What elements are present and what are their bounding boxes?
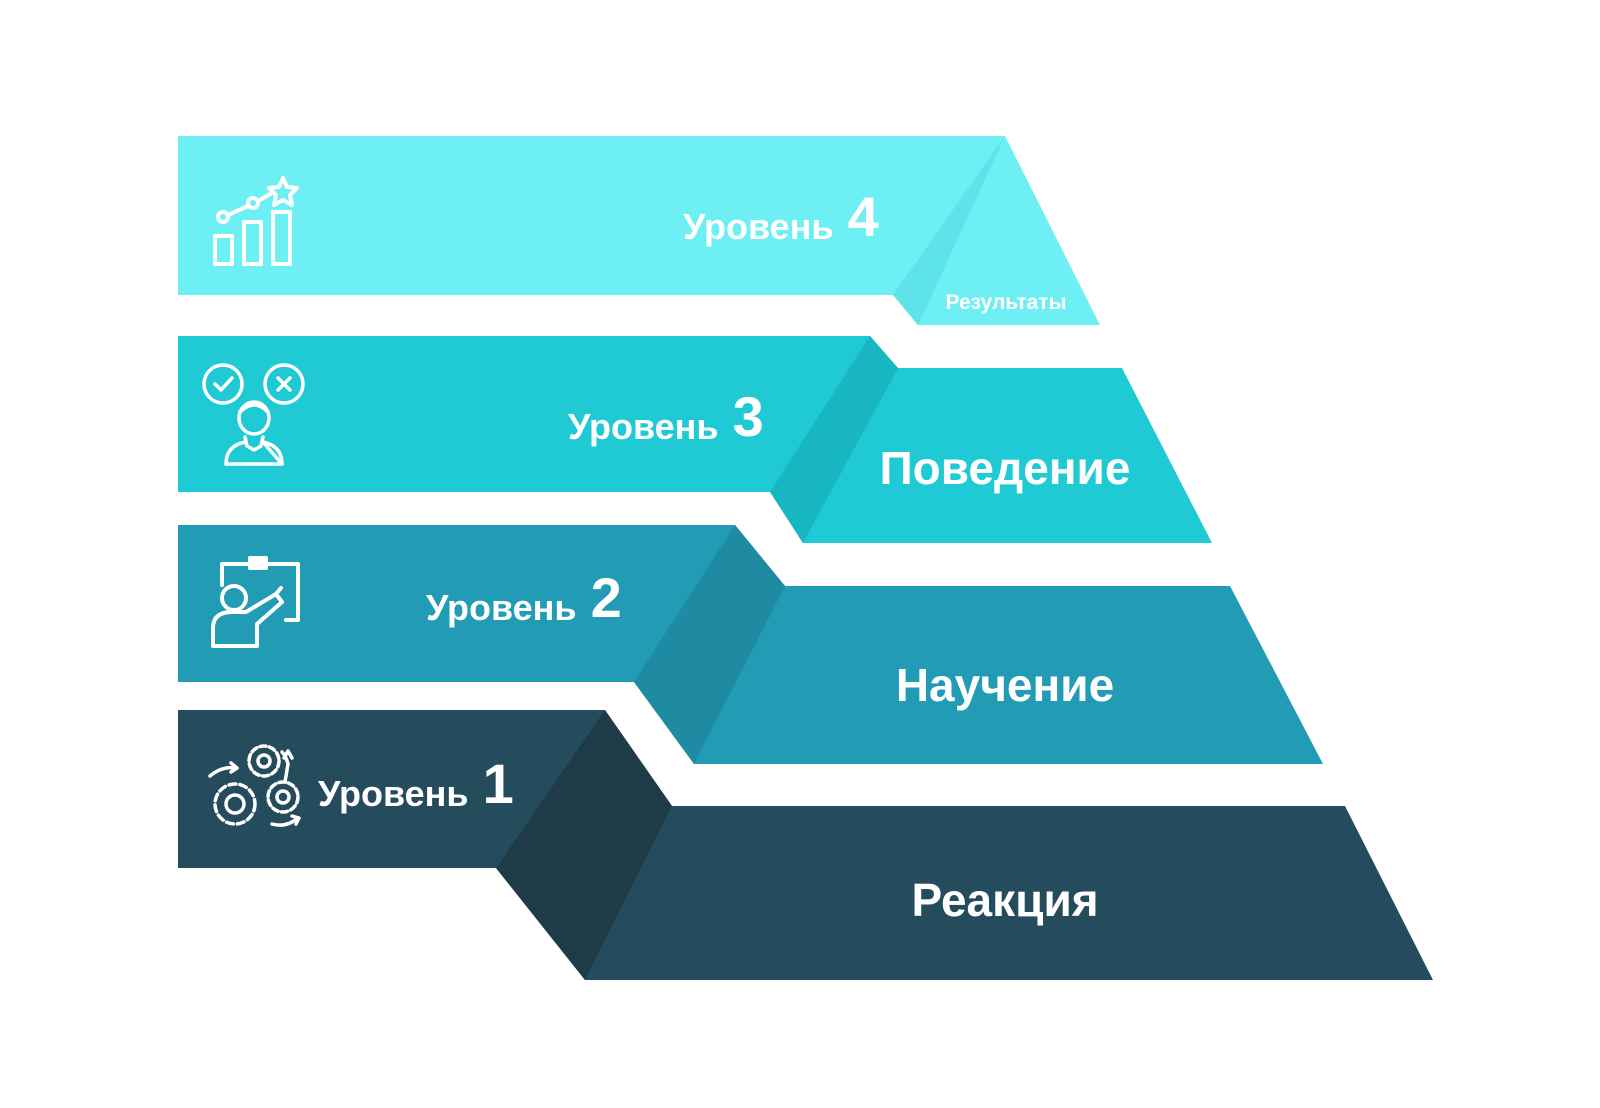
level-1-side xyxy=(496,710,672,980)
level-2-number: 2 xyxy=(590,566,622,629)
level-2-side xyxy=(634,525,785,764)
level-4-band xyxy=(178,136,1100,325)
person-decision-icon xyxy=(202,363,305,466)
level-1-label: Уровень 1 xyxy=(318,756,514,812)
level-3-side xyxy=(770,336,898,543)
level-1-band xyxy=(178,710,1433,980)
gears-process-icon xyxy=(208,744,301,827)
level-1-title: Реакция xyxy=(911,874,1099,926)
level-1-number: 1 xyxy=(482,752,514,815)
level-2-band xyxy=(178,525,1323,764)
level-3-band xyxy=(178,336,1212,543)
level-2-word: Уровень xyxy=(426,587,577,628)
level-3-label: Уровень 3 xyxy=(568,389,764,445)
level-3-front xyxy=(178,336,1212,543)
level-1-word: Уровень xyxy=(318,773,469,814)
level-4-number: 4 xyxy=(847,185,879,248)
level-4-side xyxy=(893,136,1005,325)
presenter-board-icon xyxy=(211,556,300,648)
level-4-title: Результаты xyxy=(945,291,1067,314)
level-3-number: 3 xyxy=(732,385,764,448)
level-4-front xyxy=(178,136,1100,325)
chart-growth-star-icon xyxy=(213,176,299,266)
level-4-word: Уровень xyxy=(683,206,834,247)
level-3-title: Поведение xyxy=(879,442,1131,494)
level-2-title: Научение xyxy=(895,659,1115,711)
level-1-front xyxy=(178,710,1433,980)
level-4-label: Уровень 4 xyxy=(683,189,879,245)
level-3-word: Уровень xyxy=(568,406,719,447)
level-2-label: Уровень 2 xyxy=(426,570,622,626)
